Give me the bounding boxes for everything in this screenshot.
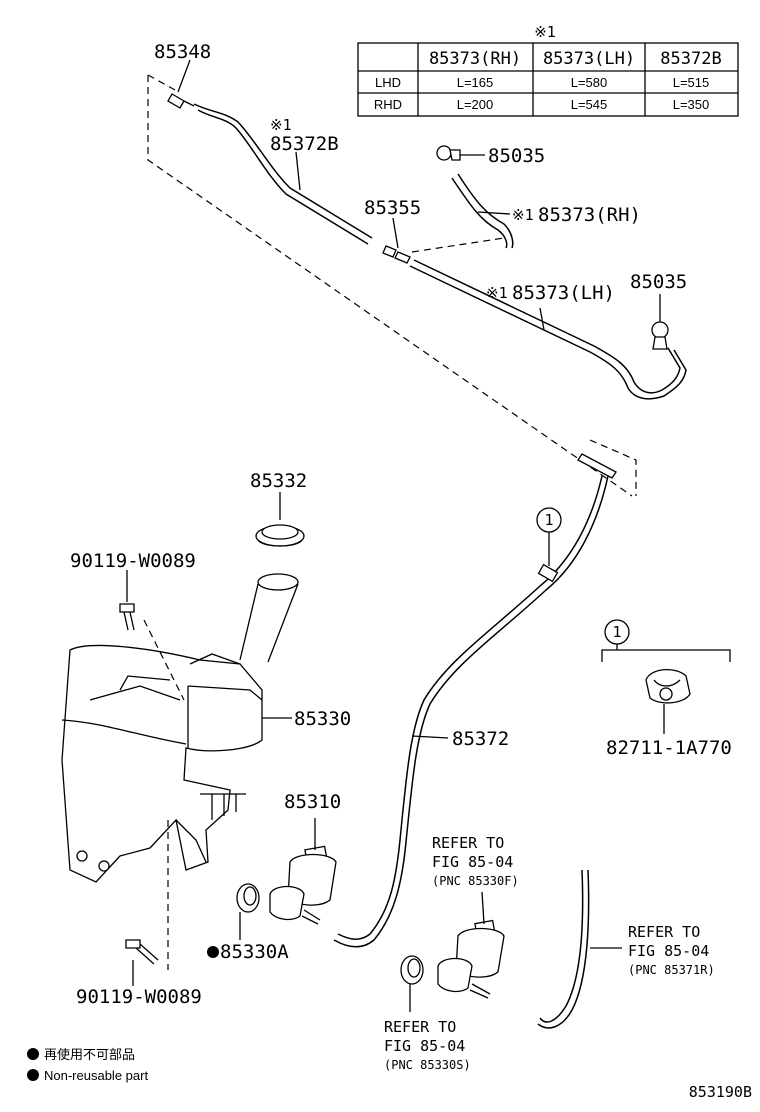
table-cell: L=350: [673, 97, 710, 112]
label-85372: 85372: [452, 728, 509, 750]
svg-text:FIG 85-04: FIG 85-04: [432, 853, 513, 871]
hose-length-table: ※1 85373(RH) 85373(LH) 85372B LHD L=165 …: [357, 23, 739, 117]
svg-text:FIG 85-04: FIG 85-04: [384, 1037, 465, 1055]
table-header-lh: 85373(LH): [543, 49, 635, 69]
non-reusable-dot: [207, 946, 219, 958]
refer-note-85330s: REFER TO FIG 85-04 (PNC 85330S): [384, 1018, 471, 1072]
label-85372b: 85372B: [270, 133, 339, 155]
table-cell: L=165: [457, 75, 494, 90]
table-cell: L=580: [571, 75, 608, 90]
connector-85348: [167, 93, 195, 109]
nozzle-85035-top: [436, 145, 485, 161]
cap-85332: [255, 524, 305, 547]
legend-en: Non-reusable part: [44, 1068, 148, 1083]
callout-1-hose: 1: [536, 507, 562, 566]
label-85372b-mark: ※1: [270, 116, 292, 134]
label-85035-mid: 85035: [630, 271, 687, 293]
label-90119-top: 90119-W0089: [70, 550, 196, 572]
hose-85373-rh: [451, 177, 508, 249]
table-cell: L=515: [673, 75, 710, 90]
hose-85373-lh: [409, 265, 687, 400]
svg-text:FIG 85-04: FIG 85-04: [628, 942, 709, 960]
label-82711: 82711-1A770: [606, 737, 732, 759]
svg-text:REFER TO: REFER TO: [384, 1018, 456, 1036]
label-85373-lh: 85373(LH): [512, 282, 615, 304]
pump-85310: [269, 845, 337, 925]
clip-82711: [645, 669, 691, 704]
refer-note-85371r: REFER TO FIG 85-04 (PNC 85371R): [628, 923, 715, 977]
bolt-90119-bottom: [125, 939, 159, 965]
label-85332: 85332: [250, 470, 307, 492]
label-85035-top: 85035: [488, 145, 545, 167]
hose-rear: [537, 869, 590, 1029]
table-row-label-lhd: LHD: [375, 75, 401, 90]
callout-number: 1: [612, 623, 621, 641]
joint-85355: [382, 245, 411, 264]
callout-number: 1: [544, 511, 553, 529]
table-cell: L=200: [457, 97, 494, 112]
leader-85372b: [295, 151, 301, 191]
grommet-refer-85330s: [400, 955, 424, 985]
hood-hoses: [167, 59, 687, 479]
label-85373-lh-mark: ※1: [486, 284, 508, 302]
label-85373-rh-mark: ※1: [512, 206, 534, 224]
table-header-85372b: 85372B: [660, 49, 721, 69]
label-85355: 85355: [364, 197, 421, 219]
nozzle-85035-mid: [651, 321, 669, 350]
hose-85372: [333, 475, 609, 948]
svg-text:(PNC 85371R): (PNC 85371R): [628, 963, 715, 977]
label-85373-rh: 85373(RH): [538, 204, 641, 226]
svg-text:REFER TO: REFER TO: [628, 923, 700, 941]
label-90119-bottom: 90119-W0089: [76, 986, 202, 1008]
pump-refer-85330f: [437, 919, 505, 999]
hose-85372b: [193, 103, 373, 239]
grommet-85330a: [236, 883, 260, 913]
svg-text:(PNC 85330F): (PNC 85330F): [432, 874, 519, 888]
svg-text:(PNC 85330S): (PNC 85330S): [384, 1058, 471, 1072]
leader-85348: [177, 59, 191, 93]
figure-code: 853190B: [689, 1083, 752, 1101]
legend-jp: 再使用不可部品: [44, 1047, 135, 1062]
svg-text:REFER TO: REFER TO: [432, 834, 504, 852]
table-row-label-rhd: RHD: [374, 97, 402, 112]
label-85330a: 85330A: [220, 941, 289, 963]
leader-85355: [392, 217, 399, 249]
table-header-rh: 85373(RH): [429, 49, 521, 69]
callout-1-detail: 1: [601, 619, 731, 662]
table-cell: L=545: [571, 97, 608, 112]
label-85330: 85330: [294, 708, 351, 730]
legend: 再使用不可部品 Non-reusable part: [27, 1047, 148, 1083]
table-note-mark: ※1: [534, 23, 556, 41]
hose-grommet: [577, 453, 617, 479]
bolt-90119-top: [119, 603, 135, 631]
hood-assembly-boundary: [147, 74, 637, 497]
tank-85330: [61, 573, 299, 970]
label-85310: 85310: [284, 791, 341, 813]
refer-note-85330f: REFER TO FIG 85-04 (PNC 85330F): [432, 834, 519, 888]
label-85348: 85348: [154, 41, 211, 63]
